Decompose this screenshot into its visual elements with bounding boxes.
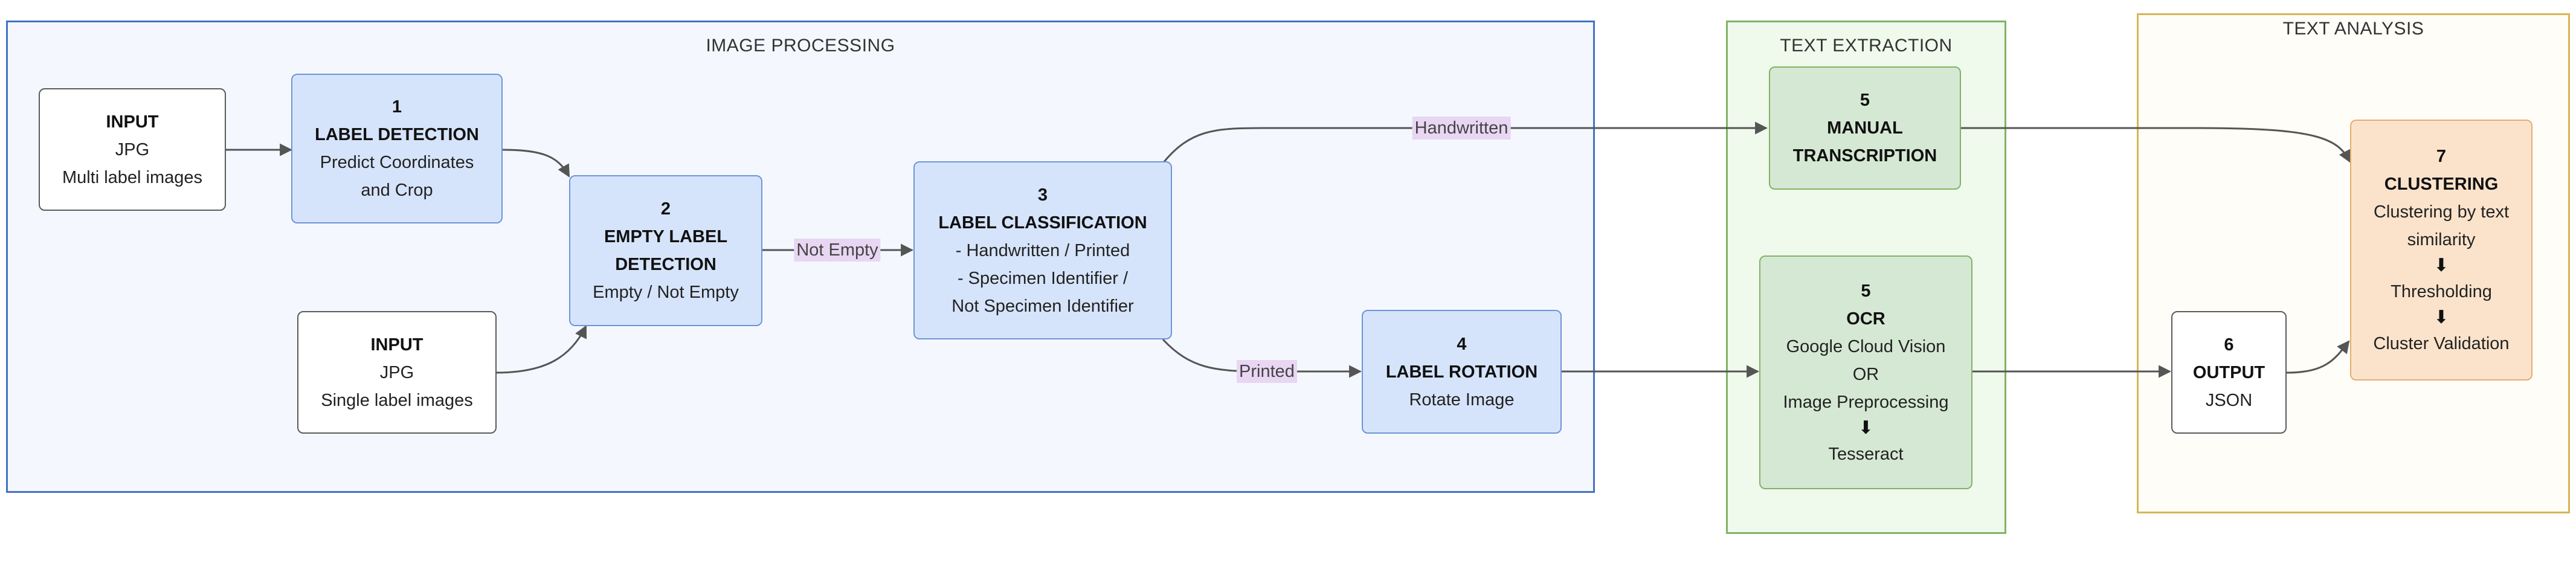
node-number: 5 — [1860, 91, 1870, 110]
node-line: JPG — [115, 140, 150, 159]
edge-label-printed: Printed — [1237, 360, 1297, 383]
node-line: and Crop — [361, 181, 433, 200]
node-input-single: INPUT JPG Single label images — [297, 311, 497, 434]
node-ocr: 5 OCR Google Cloud Vision OR Image Prepr… — [1759, 255, 1972, 489]
node-line: JPG — [379, 362, 414, 382]
node-line: Clustering by text — [2373, 202, 2510, 222]
node-label-classification: 3 LABEL CLASSIFICATION - Handwritten / P… — [913, 161, 1172, 339]
node-number: 3 — [1037, 185, 1048, 205]
node-title: OCR — [1846, 309, 1885, 329]
node-line: Cluster Validation — [2373, 334, 2510, 353]
node-title: LABEL CLASSIFICATION — [938, 213, 1147, 233]
edge-label-handwritten: Handwritten — [1412, 117, 1511, 140]
node-line: Empty / Not Empty — [593, 283, 739, 302]
node-number: 7 — [2436, 147, 2447, 166]
node-line: OR — [1852, 364, 1879, 384]
node-title: INPUT — [106, 112, 159, 132]
node-line: Not Specimen Identifier — [952, 296, 1134, 316]
down-arrow-icon: ⬇ — [2433, 255, 2449, 275]
node-line: Google Cloud Vision — [1786, 336, 1946, 356]
node-title-line: DETECTION — [615, 255, 716, 274]
node-line: - Specimen Identifier / — [957, 268, 1129, 288]
node-clustering: 7 CLUSTERING Clustering by text similari… — [2350, 120, 2533, 381]
node-output: 6 OUTPUT JSON — [2171, 311, 2287, 434]
node-title: INPUT — [370, 335, 423, 355]
edge-label-detection-to-empty — [502, 149, 570, 178]
node-line: - Handwritten / Printed — [955, 240, 1130, 260]
edge-classification-to-manual — [1162, 121, 1768, 164]
node-line: Image Preprocessing — [1783, 392, 1949, 412]
node-line: Thresholding — [2391, 282, 2492, 301]
node-label-rotation: 4 LABEL ROTATION Rotate Image — [1362, 310, 1562, 434]
node-line: Rotate Image — [1409, 390, 1515, 410]
node-line: Multi label images — [62, 167, 203, 187]
node-line: Predict Coordinates — [320, 153, 474, 172]
down-arrow-icon: ⬇ — [1858, 417, 1874, 438]
node-empty-label-detection: 2 EMPTY LABEL DETECTION Empty / Not Empt… — [569, 175, 762, 326]
node-line: JSON — [2205, 390, 2253, 410]
edge-manual-to-clustering — [1961, 127, 2351, 163]
node-input-multi: INPUT JPG Multi label images — [39, 88, 226, 211]
group-title-text-analysis: TEXT ANALYSIS — [2282, 19, 2424, 39]
node-number: 5 — [1861, 281, 1871, 301]
node-title: CLUSTERING — [2384, 175, 2499, 194]
node-title-line: TRANSCRIPTION — [1792, 146, 1937, 165]
edge-input-single-to-empty — [496, 325, 587, 374]
node-number: 6 — [2224, 335, 2234, 355]
edge-output-to-clustering — [2286, 340, 2350, 374]
node-title-line: EMPTY LABEL — [604, 227, 728, 246]
node-manual-transcription: 5 MANUAL TRANSCRIPTION — [1769, 66, 1961, 190]
node-line: Single label images — [321, 390, 473, 410]
node-title: LABEL ROTATION — [1385, 362, 1538, 382]
edge-label-not-empty: Not Empty — [794, 239, 881, 262]
node-number: 1 — [391, 97, 402, 117]
group-title-image-processing: IMAGE PROCESSING — [706, 36, 895, 56]
node-number: 2 — [660, 199, 671, 219]
node-number: 4 — [1457, 334, 1467, 354]
node-line: similarity — [2407, 230, 2476, 249]
node-title: LABEL DETECTION — [315, 125, 479, 144]
group-title-text-extraction: TEXT EXTRACTION — [1780, 36, 1953, 56]
node-title-line: MANUAL — [1827, 118, 1903, 138]
node-line: Tesseract — [1828, 444, 1904, 464]
node-label-detection: 1 LABEL DETECTION Predict Coordinates an… — [291, 74, 503, 223]
down-arrow-icon: ⬇ — [2433, 307, 2449, 327]
node-title: OUTPUT — [2192, 362, 2265, 382]
